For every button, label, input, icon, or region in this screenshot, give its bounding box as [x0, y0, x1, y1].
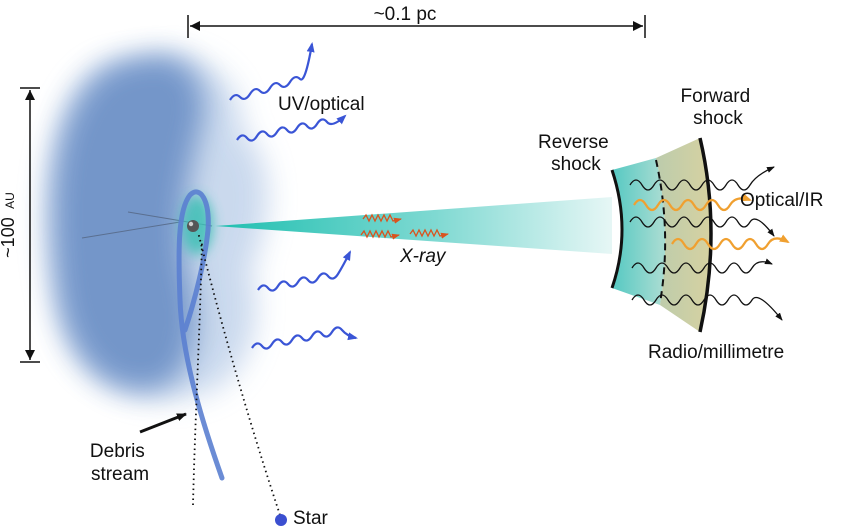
xray-waves: [360, 213, 449, 240]
reverse-shock-front: [610, 169, 624, 289]
uv-optical-label: UV/optical: [278, 94, 365, 115]
star-label: Star: [293, 508, 329, 529]
forward-shock-label: Forward shock: [681, 86, 756, 129]
xray-jet-cone: [215, 197, 612, 254]
scale-bar-left: ~100 AU: [0, 87, 40, 363]
scale-bar-top: ~0.1 pc: [187, 4, 646, 38]
star: [275, 514, 287, 526]
forward-shock-front: [698, 137, 713, 333]
reverse-shock-region: [612, 158, 666, 305]
uv-waves: [229, 42, 358, 350]
debris-stream: [176, 189, 225, 481]
optical-ir-waves: [633, 193, 790, 251]
shock-regions: [610, 137, 713, 333]
gas-cloud: [46, 55, 268, 399]
black-hole: [187, 220, 199, 232]
radio-mm-label: Radio/millimetre: [648, 342, 784, 363]
optical-ir-label: Optical/IR: [740, 190, 823, 211]
debris-arrow: [139, 412, 187, 434]
reverse-shock-label: Reverse shock: [538, 132, 614, 175]
radio-waves: [629, 166, 783, 321]
svg-text:~100 AU: ~100 AU: [0, 192, 18, 258]
forward-shock-region: [656, 138, 711, 332]
scale-left-unit: AU: [3, 192, 17, 209]
scale-top-label: ~0.1 pc: [374, 4, 437, 25]
debris-label: Debris stream: [90, 441, 150, 485]
star-trajectory: [192, 231, 281, 516]
scale-left-value: ~100: [0, 217, 18, 258]
contact-discontinuity: [655, 159, 667, 304]
xray-label: X-ray: [399, 246, 447, 267]
